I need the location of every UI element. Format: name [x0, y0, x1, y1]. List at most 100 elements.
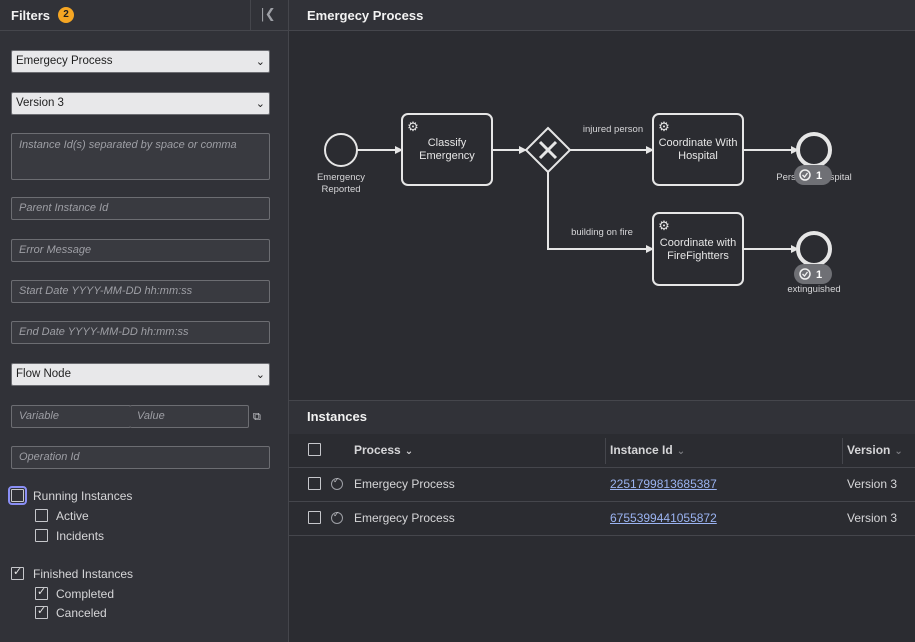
process-select[interactable]: Emergecy Process ⌄ [11, 50, 270, 73]
finished-instances-label: Finished Instances [33, 567, 134, 581]
operation-id-placeholder: Operation Id [19, 451, 80, 463]
task-hospital-label-1: Coordinate With [659, 137, 738, 149]
incidents-label: Incidents [56, 529, 105, 543]
flow-label-injured: injured person [583, 124, 643, 135]
task-classify-label-2: Emergency [419, 150, 475, 162]
start-date-field[interactable]: Start Date YYYY-MM-DD hh:mm:ss [11, 280, 270, 303]
end-event-2-label: extinguished [787, 284, 840, 295]
end-event-person-in-hospital[interactable] [796, 132, 832, 168]
filters-count-badge: 2 [58, 7, 74, 23]
row-instance-id-link[interactable]: 6755399441055872 [610, 511, 717, 525]
process-diagram[interactable]: Emergency Reported ⚙ Classify Emergency … [289, 31, 915, 400]
completed-state-icon [331, 476, 343, 490]
instance-ids-field[interactable]: Instance Id(s) separated by space or com… [11, 133, 270, 180]
value-field[interactable]: Value [130, 405, 249, 428]
start-event-label-2: Reported [321, 184, 360, 195]
flow-node-select-value: Flow Node [16, 368, 71, 380]
filters-panel: Filters 2 |❮ Emergecy Process ⌄ Version … [0, 0, 289, 642]
flow-label-fire: building on fire [571, 227, 633, 238]
diagram-header: Emergecy Process [289, 0, 915, 31]
row-process: Emergecy Process [354, 477, 455, 491]
flow-node-select[interactable]: Flow Node ⌄ [11, 363, 270, 386]
filters-title: Filters [11, 8, 51, 23]
row-checkbox[interactable] [308, 477, 321, 490]
error-message-placeholder: Error Message [19, 244, 92, 256]
chevron-down-icon: ⌄ [255, 97, 265, 110]
canceled-label: Canceled [56, 606, 107, 620]
completed-label: Completed [56, 587, 115, 601]
check-circle-icon [799, 268, 811, 280]
end-event-1-count: 1 [816, 170, 822, 182]
task-fire-label-2: FireFightters [667, 250, 729, 262]
end-date-field[interactable]: End Date YYYY-MM-DD hh:mm:ss [11, 321, 270, 344]
column-instance-id-label: Instance Id [610, 443, 673, 457]
diagram-title: Emergecy Process [307, 8, 424, 23]
gear-icon: ⚙ [658, 120, 670, 135]
value-placeholder: Value [137, 410, 165, 422]
collapse-panel-icon[interactable]: |❮ [260, 7, 276, 22]
completed-state-icon [331, 510, 343, 524]
start-date-placeholder: Start Date YYYY-MM-DD hh:mm:ss [19, 285, 193, 297]
column-divider [842, 438, 843, 464]
row-checkbox[interactable] [308, 511, 321, 524]
check-mark [802, 172, 809, 178]
process-select-value: Emergecy Process [16, 55, 113, 67]
row-version: Version 3 [847, 477, 898, 491]
incidents-checkbox[interactable] [35, 529, 48, 542]
gateway-x-icon [538, 140, 558, 160]
version-select[interactable]: Version 3 ⌄ [11, 92, 270, 115]
end-date-placeholder: End Date YYYY-MM-DD hh:mm:ss [19, 326, 189, 338]
running-instances-checkbox[interactable] [8, 486, 27, 505]
parent-instance-placeholder: Parent Instance Id [19, 202, 109, 214]
active-label: Active [56, 509, 89, 523]
end-event-extinguished[interactable] [796, 231, 832, 267]
operation-id-field[interactable]: Operation Id [11, 446, 270, 469]
start-event-label-1: Emergency [317, 172, 365, 183]
gear-icon: ⚙ [658, 219, 670, 234]
column-header-version[interactable]: Version⌄ [847, 443, 903, 457]
column-header-process[interactable]: Process⌄ [354, 443, 413, 457]
instance-ids-placeholder: Instance Id(s) separated by space or com… [19, 139, 237, 151]
variable-placeholder: Variable [19, 410, 59, 422]
bpmn-canvas: Emergency Reported ⚙ Classify Emergency … [317, 113, 852, 295]
row-process: Emergecy Process [354, 511, 455, 525]
task-classify-label-1: Classify [428, 137, 467, 149]
check-circle-icon [799, 169, 811, 181]
table-row[interactable]: Emergecy Process 2251799813685387 Versio… [289, 467, 915, 502]
row-instance-id-link[interactable]: 2251799813685387 [610, 477, 717, 491]
json-editor-icon[interactable]: ⧉ [253, 410, 261, 423]
canceled-checkbox[interactable] [35, 604, 48, 619]
check-mark [802, 271, 809, 277]
chevron-down-icon: ⌄ [255, 368, 265, 381]
variable-field[interactable]: Variable [11, 405, 131, 428]
instances-header: Instances [289, 400, 915, 435]
flow-building-on-fire [547, 172, 654, 253]
task-hospital-label-2: Hospital [678, 150, 718, 162]
chevron-down-icon: ⌄ [255, 55, 265, 68]
start-event[interactable] [324, 133, 358, 167]
header-divider [250, 0, 251, 30]
filters-header: Filters 2 |❮ [0, 0, 288, 31]
version-select-value: Version 3 [16, 97, 64, 109]
sort-desc-icon: ⌄ [404, 446, 414, 457]
sort-icon: ⌄ [894, 446, 903, 457]
column-process-label: Process [354, 443, 401, 457]
row-version: Version 3 [847, 511, 898, 525]
finished-instances-checkbox[interactable] [11, 565, 24, 580]
task-fire-label-1: Coordinate with [660, 237, 736, 249]
select-all-checkbox[interactable] [308, 443, 321, 456]
column-version-label: Version [847, 443, 891, 457]
table-row[interactable]: Emergecy Process 6755399441055872 Versio… [289, 501, 915, 536]
column-divider [605, 438, 606, 464]
gear-icon: ⚙ [407, 120, 419, 135]
completed-checkbox[interactable] [35, 585, 48, 600]
sort-icon: ⌄ [676, 446, 686, 457]
error-message-field[interactable]: Error Message [11, 239, 270, 262]
instances-title: Instances [307, 409, 367, 424]
end-event-2-count: 1 [816, 269, 822, 281]
active-checkbox[interactable] [35, 509, 48, 522]
parent-instance-id-field[interactable]: Parent Instance Id [11, 197, 270, 220]
column-header-instance-id[interactable]: Instance Id⌄ [610, 443, 685, 457]
instances-table-header: Process⌄ Instance Id⌄ Version⌄ [289, 434, 915, 468]
running-instances-label: Running Instances [33, 489, 133, 503]
